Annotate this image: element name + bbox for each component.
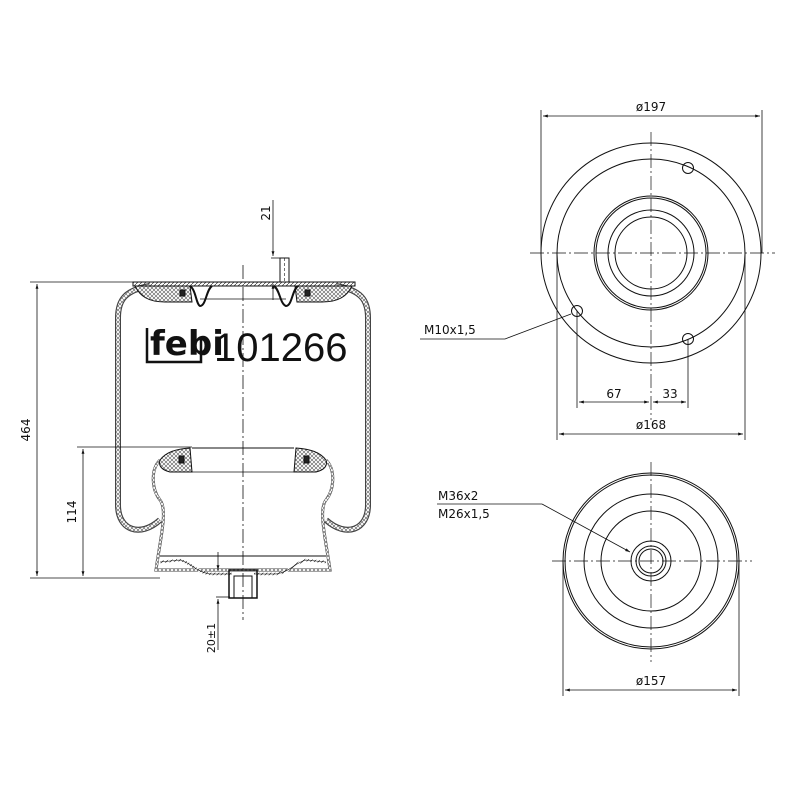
dim-offset-left: 67 bbox=[606, 387, 621, 401]
center-thread-inner bbox=[638, 548, 664, 574]
bellows-outer-right bbox=[323, 283, 371, 533]
thread-label-m10: M10x1,5 bbox=[424, 323, 476, 337]
brand-logo: febi 101266 bbox=[145, 324, 347, 370]
brand-logo-text: febi bbox=[150, 324, 224, 364]
dim-top-stud: 21 bbox=[259, 205, 273, 220]
thread-label-m36: M36x2 bbox=[438, 489, 478, 503]
bottom-dimensions bbox=[437, 503, 740, 696]
dim-bottom-outer-diameter: ø157 bbox=[636, 674, 666, 688]
bellows-outer bbox=[115, 283, 163, 533]
dim-top-outer-diameter: ø197 bbox=[636, 100, 666, 114]
dim-bottom-stud: 20±1 bbox=[205, 623, 218, 653]
dim-bolt-circle-diameter: ø168 bbox=[636, 418, 666, 432]
dim-offset-right: 33 bbox=[662, 387, 677, 401]
top-view bbox=[530, 132, 775, 420]
part-number: 101266 bbox=[214, 326, 347, 370]
bottom-view bbox=[552, 462, 752, 662]
side-view bbox=[115, 257, 371, 620]
top-dimensions bbox=[420, 110, 763, 440]
top-plate bbox=[132, 281, 356, 287]
side-dimensions bbox=[30, 200, 282, 650]
dim-piston-height: 114 bbox=[65, 501, 79, 524]
logo-frame bbox=[145, 328, 203, 364]
thread-label-m26: M26x1,5 bbox=[438, 507, 490, 521]
bolt-hole-1 bbox=[682, 162, 694, 174]
dim-overall-height: 464 bbox=[19, 419, 33, 442]
center-thread-outer bbox=[630, 540, 672, 582]
